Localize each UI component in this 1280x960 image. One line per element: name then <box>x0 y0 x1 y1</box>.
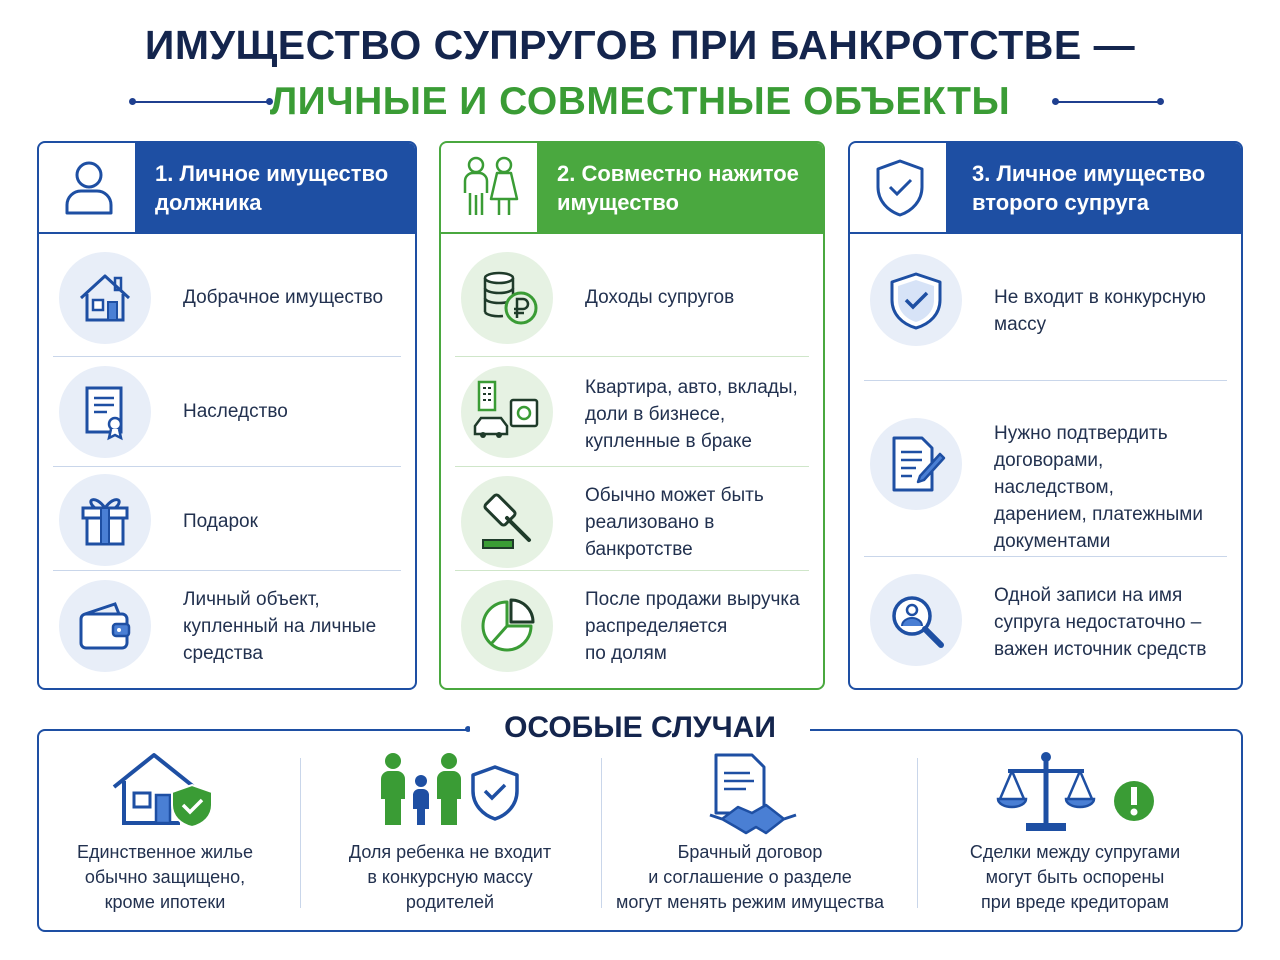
list-item: Одной записи на имя супруга недостаточно… <box>864 570 1227 680</box>
item-text: Нужно подтвердить договорами, наследство… <box>994 423 1203 552</box>
item-text: Личный объект, купленный на личные средс… <box>183 589 377 664</box>
title-dot-right <box>1052 98 1059 105</box>
list-item: Квартира, авто, вклады, доли в бизнесе, … <box>455 364 809 464</box>
list-item: После продажи выручка распределяется по … <box>455 576 809 686</box>
card-body: Добрачное имущество Наследство <box>39 232 415 688</box>
pie-chart-icon <box>481 598 535 652</box>
scales-warning-icon <box>996 752 1154 831</box>
title-dot-left-end <box>266 98 273 105</box>
special-cases-title: ОСОБЫЕ СЛУЧАИ <box>470 708 810 748</box>
gavel-icon <box>482 493 531 549</box>
property-assets-icon <box>473 380 539 438</box>
title-divider-left <box>132 101 272 103</box>
card-header: 2. Совместно нажитое имущество <box>441 143 823 232</box>
card-body: Не входит в конкурсную массу Нужно подтв… <box>850 232 1241 688</box>
family-shield-icon <box>381 753 519 825</box>
list-item: Подарок <box>53 472 401 572</box>
gift-icon <box>81 498 129 546</box>
certificate-icon <box>85 386 123 441</box>
card-header: 3. Личное имущество второго супруга <box>850 143 1241 232</box>
special-item-text: Доля ребенка не входит в конкурсную масс… <box>348 842 552 912</box>
list-item: Обычно может быть реализовано в банкротс… <box>455 472 809 572</box>
item-text: Подарок <box>183 511 258 532</box>
card-header: 1. Личное имущество должника <box>39 143 415 232</box>
special-item: Доля ребенка не входит в конкурсную масс… <box>320 745 580 925</box>
item-text: Наследство <box>183 401 288 422</box>
shield-check-icon <box>890 272 942 330</box>
wallet-icon <box>79 602 131 650</box>
item-text: После продажи выручка распределяется по … <box>585 589 800 664</box>
card-title: 3. Личное имущество второго супруга <box>972 161 1206 215</box>
special-item: Единственное жилье обычно защищено, кром… <box>40 745 290 925</box>
special-item-text: Брачный договор и соглашение о разделе м… <box>615 842 885 912</box>
item-text: Одной записи на имя супруга недостаточно… <box>994 585 1207 660</box>
special-item: Брачный договор и соглашение о разделе м… <box>612 745 888 925</box>
contract-handshake-icon <box>709 753 797 835</box>
page-subtitle: ЛИЧНЫЕ И СОВМЕСТНЫЕ ОБЪЕКТЫ <box>269 80 1011 123</box>
couple-icon <box>441 143 537 232</box>
page-title: ИМУЩЕСТВО СУПРУГОВ ПРИ БАНКРОТСТВЕ — <box>144 22 1136 68</box>
list-item: Наследство <box>53 364 401 464</box>
list-item: Не входит в конкурсную массу <box>864 248 1227 378</box>
title-divider-right <box>1056 101 1160 103</box>
document-pen-icon <box>892 436 946 492</box>
list-item: Личный объект, купленный на личные средс… <box>53 576 401 686</box>
card-body: Доходы супругов Квартира, авто, вклады, … <box>441 232 823 688</box>
list-item: Доходы супругов <box>455 248 809 348</box>
list-item: Нужно подтвердить договорами, наследство… <box>864 404 1227 554</box>
magnifier-person-icon <box>892 596 944 648</box>
list-item: Добрачное имущество <box>53 248 401 348</box>
item-text: Обычно может быть реализовано в банкротс… <box>585 485 764 560</box>
title-dot-right-end <box>1157 98 1164 105</box>
coins-ruble-icon <box>483 271 538 325</box>
card-personal-spouse: 3. Личное имущество второго супруга Не в… <box>848 141 1243 690</box>
card-title: 2. Совместно нажитое имущество <box>557 161 799 215</box>
card-title: 1. Личное имущество должника <box>155 161 389 215</box>
card-personal-debtor: 1. Личное имущество должника Добрачное и… <box>37 141 417 690</box>
person-icon <box>39 143 135 232</box>
special-item-text: Единственное жилье обычно защищено, кром… <box>76 842 253 912</box>
house-icon <box>79 274 131 322</box>
special-item: Сделки между супругами могут быть оспоре… <box>940 745 1210 925</box>
item-text: Квартира, авто, вклады, доли в бизнесе, … <box>585 377 798 452</box>
special-item-text: Сделки между супругами могут быть оспоре… <box>969 842 1181 912</box>
title-dot-left <box>129 98 136 105</box>
item-text: Доходы супругов <box>585 287 735 308</box>
shield-check-icon <box>850 143 946 232</box>
house-shield-icon <box>112 753 213 829</box>
item-text: Добрачное имущество <box>183 287 384 308</box>
item-text: Не входит в конкурсную массу <box>994 287 1206 335</box>
card-joint-property: 2. Совместно нажитое имущество Доходы су… <box>439 141 825 690</box>
